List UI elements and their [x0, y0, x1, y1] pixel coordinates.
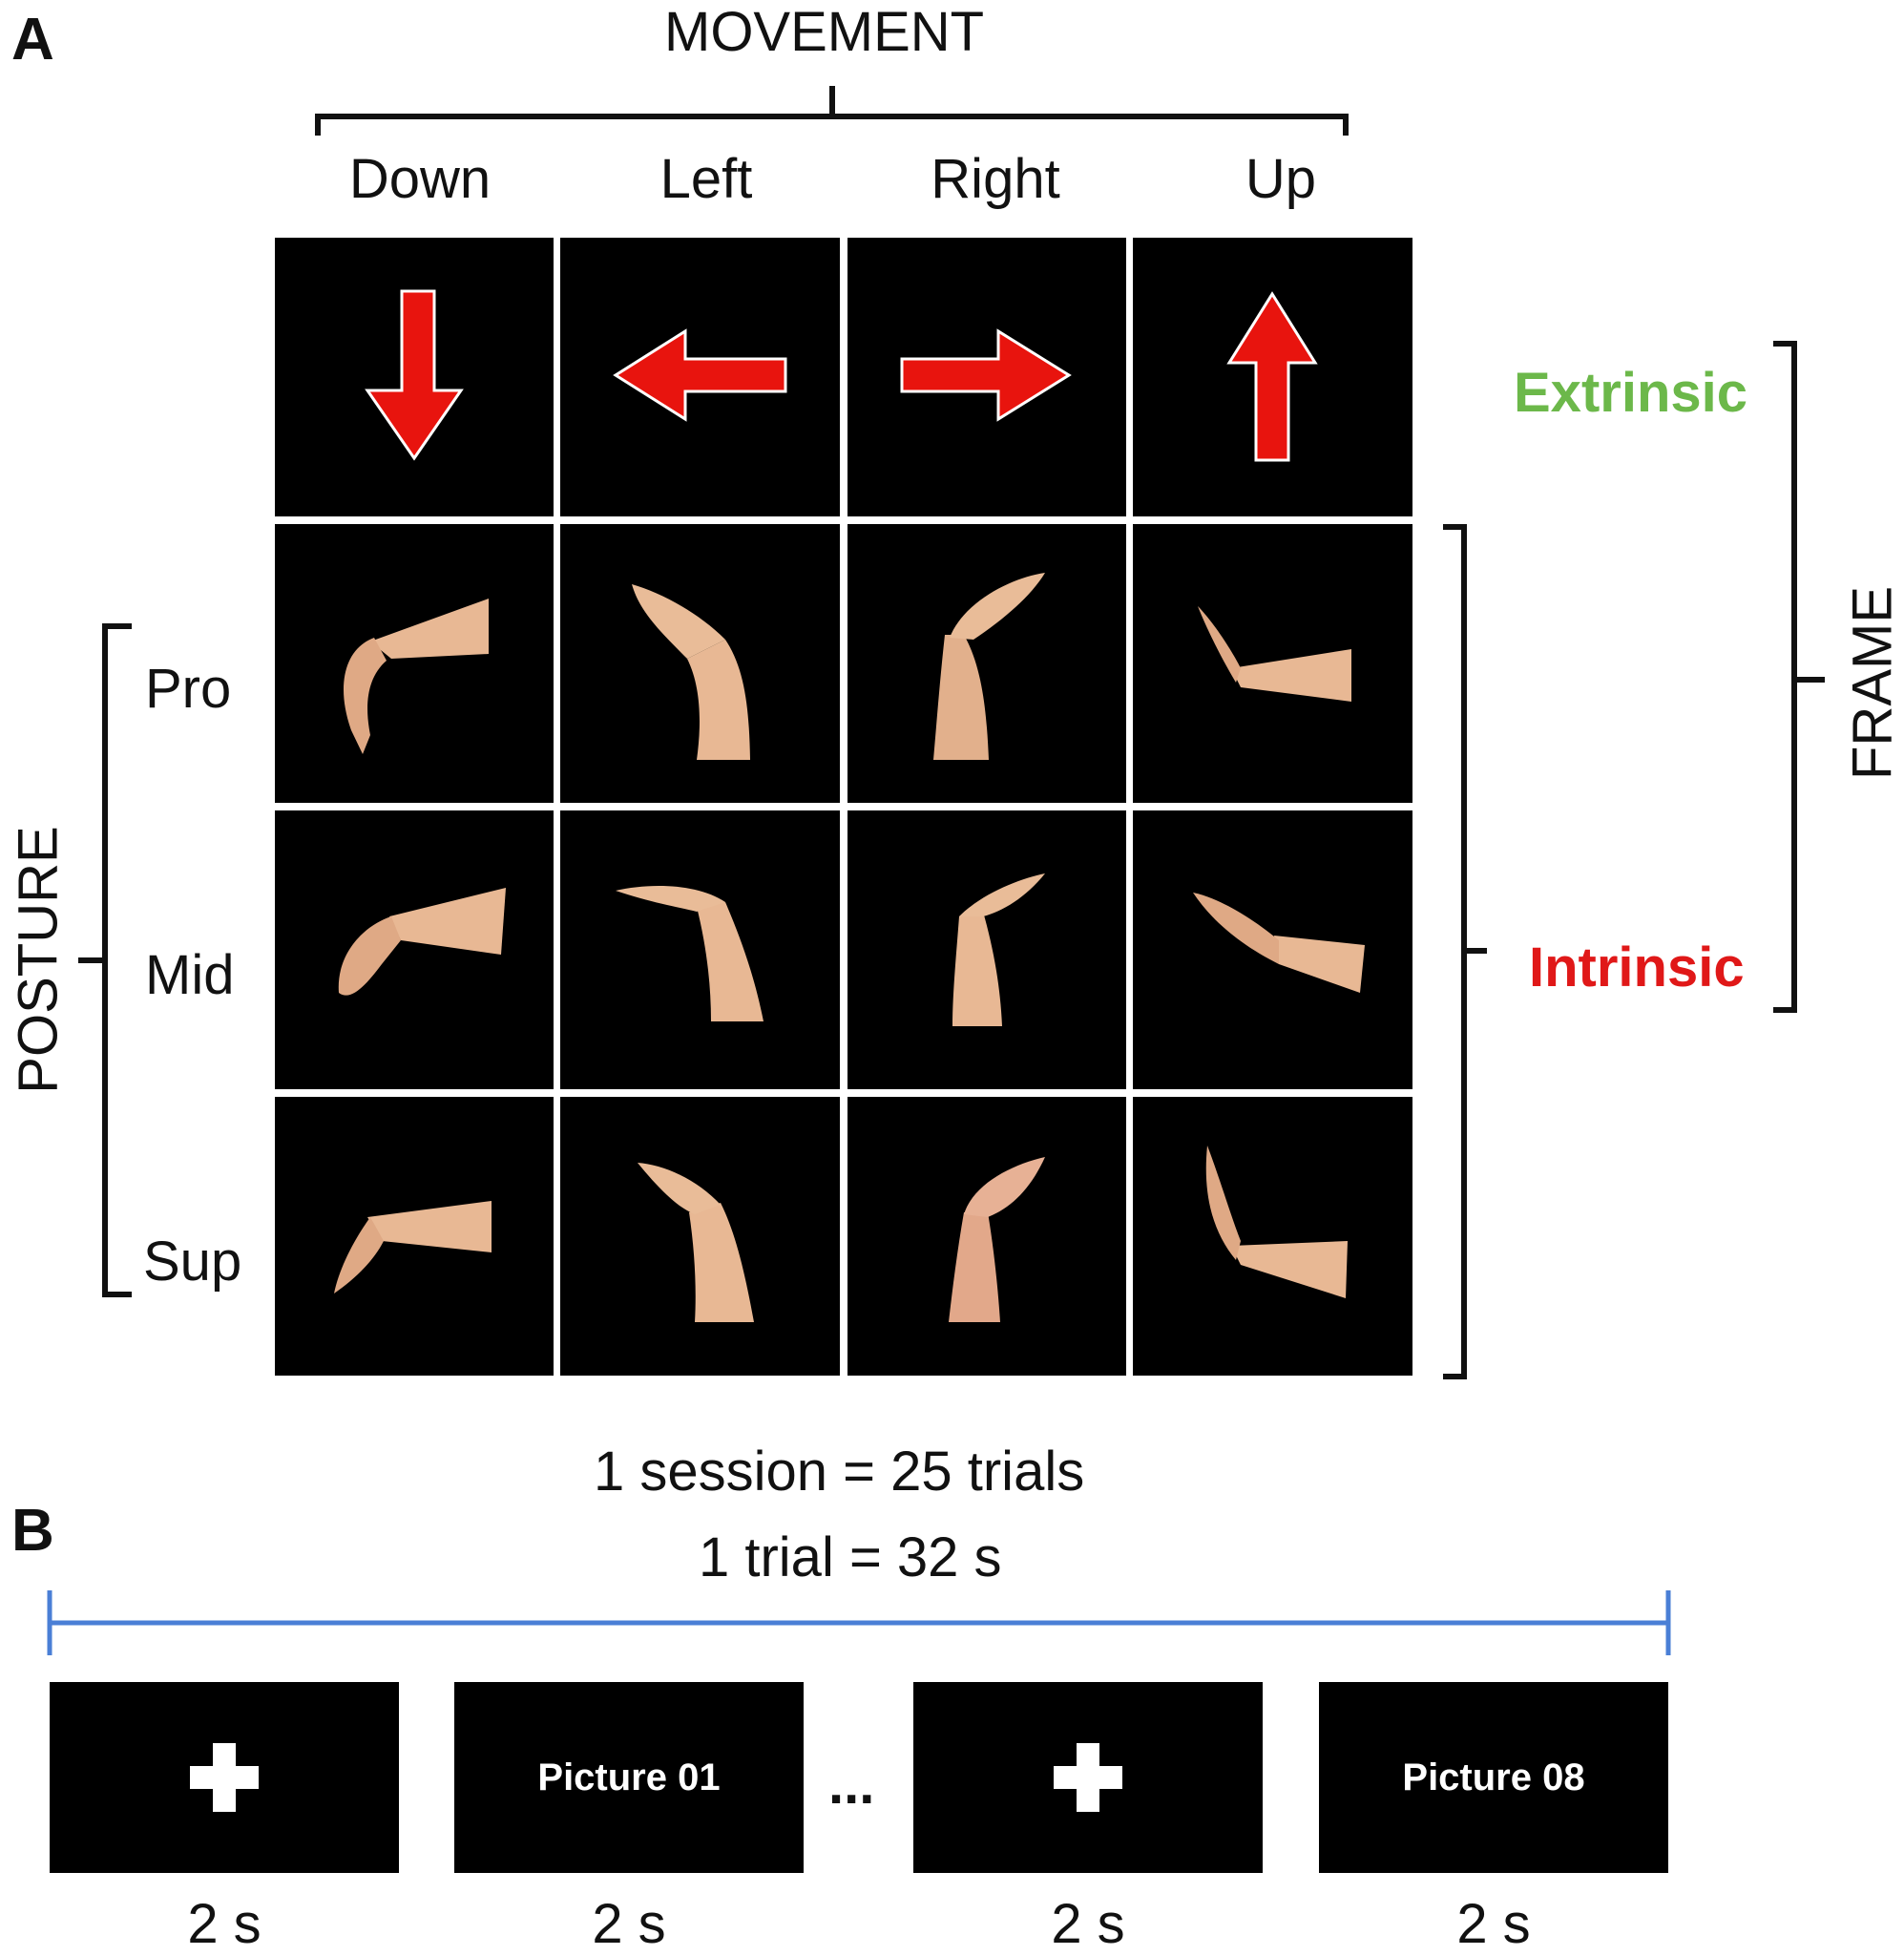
- plus-icon: [186, 1739, 262, 1816]
- plus-icon: [1050, 1739, 1126, 1816]
- duration-2: 2 s: [454, 1892, 804, 1956]
- screen-fixation-1: [50, 1682, 399, 1873]
- duration-1: 2 s: [50, 1892, 399, 1956]
- screen-picture-08: Picture 08: [1319, 1682, 1668, 1873]
- screen-picture-01: Picture 01: [454, 1682, 804, 1873]
- ellipsis: ...: [828, 1753, 874, 1817]
- duration-3: 2 s: [913, 1892, 1263, 1956]
- duration-4: 2 s: [1319, 1892, 1668, 1956]
- screen-fixation-2: [913, 1682, 1263, 1873]
